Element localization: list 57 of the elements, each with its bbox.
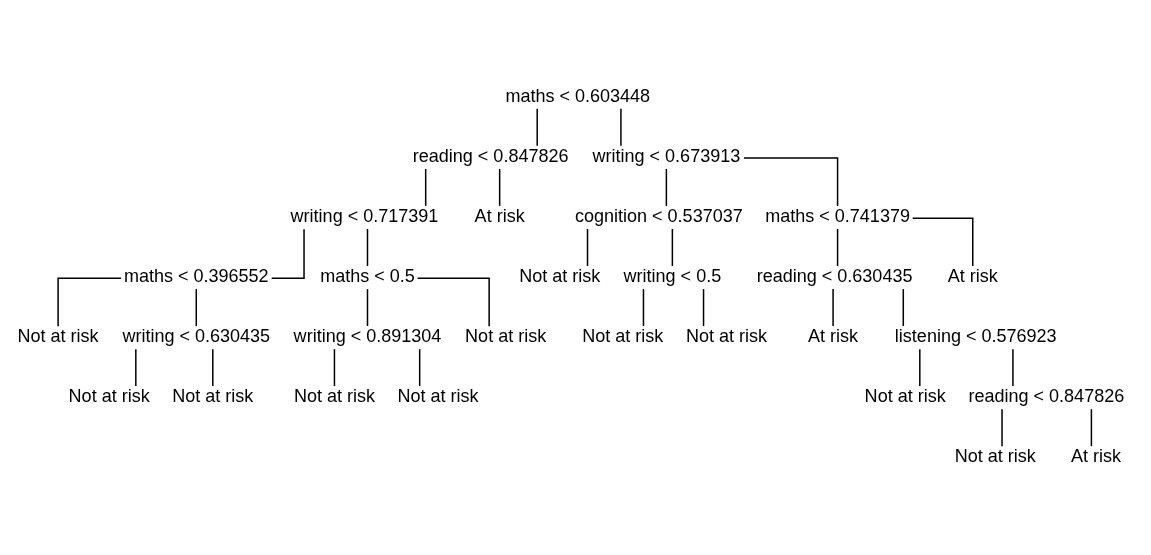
node-text: reading < 0.847826 (968, 386, 1125, 407)
node-text: writing < 0.673913 (592, 146, 741, 166)
node-text: maths < 0.603448 (505, 85, 651, 106)
node-text: Not at risk (68, 386, 150, 407)
node-text: cognition < 0.537037 (574, 206, 743, 227)
connector (333, 348, 336, 387)
node-text: At risk (947, 266, 998, 287)
connector (919, 348, 921, 387)
node-text: Not at risk (519, 266, 601, 287)
node-text: Not at risk (954, 446, 1036, 467)
connector (620, 108, 622, 147)
connector (416, 277, 490, 327)
connector (536, 108, 538, 147)
connector (418, 348, 421, 387)
connector (366, 228, 369, 267)
node-text: writing < 0.717391 (290, 206, 439, 227)
connector (366, 288, 369, 327)
connector (270, 228, 305, 279)
node-text: At risk (1070, 446, 1121, 467)
connector (586, 228, 589, 267)
connector (1012, 348, 1014, 387)
node-text: Not at risk (465, 326, 547, 347)
node-text: Not at risk (685, 326, 767, 347)
node-text: maths < 0.741379 (765, 206, 910, 227)
node-text: At risk (808, 326, 859, 347)
connector (212, 348, 214, 387)
connector (195, 288, 197, 327)
node-text: reading < 0.847826 (412, 146, 569, 166)
node-text: At risk (474, 206, 525, 227)
node-text: writing < 0.891304 (293, 326, 442, 347)
connector (743, 157, 839, 207)
connector (642, 288, 645, 327)
connector (498, 168, 501, 207)
connector (135, 348, 137, 387)
connector (671, 228, 674, 267)
node-text: maths < 0.396552 (123, 266, 269, 287)
node-text: Not at risk (864, 386, 946, 407)
connector (902, 288, 905, 327)
node-text: maths < 0.5 (320, 266, 415, 287)
node-text: Not at risk (582, 326, 664, 347)
node-text: Not at risk (293, 386, 375, 407)
connector (57, 277, 122, 327)
node-text: writing < 0.5 (623, 266, 722, 287)
node-text: listening < 0.576923 (894, 326, 1057, 347)
connector (702, 288, 705, 327)
connector (424, 168, 427, 207)
node-text: Not at risk (17, 326, 99, 347)
connector (832, 288, 834, 327)
node-text: reading < 0.630435 (756, 266, 913, 287)
connector (1090, 408, 1093, 447)
node-text: writing < 0.630435 (122, 326, 271, 347)
connector (911, 217, 974, 267)
node-text: Not at risk (172, 386, 254, 407)
connector (665, 168, 668, 207)
connector (1001, 408, 1003, 447)
connector (836, 228, 839, 267)
node-text: Not at risk (397, 386, 479, 407)
